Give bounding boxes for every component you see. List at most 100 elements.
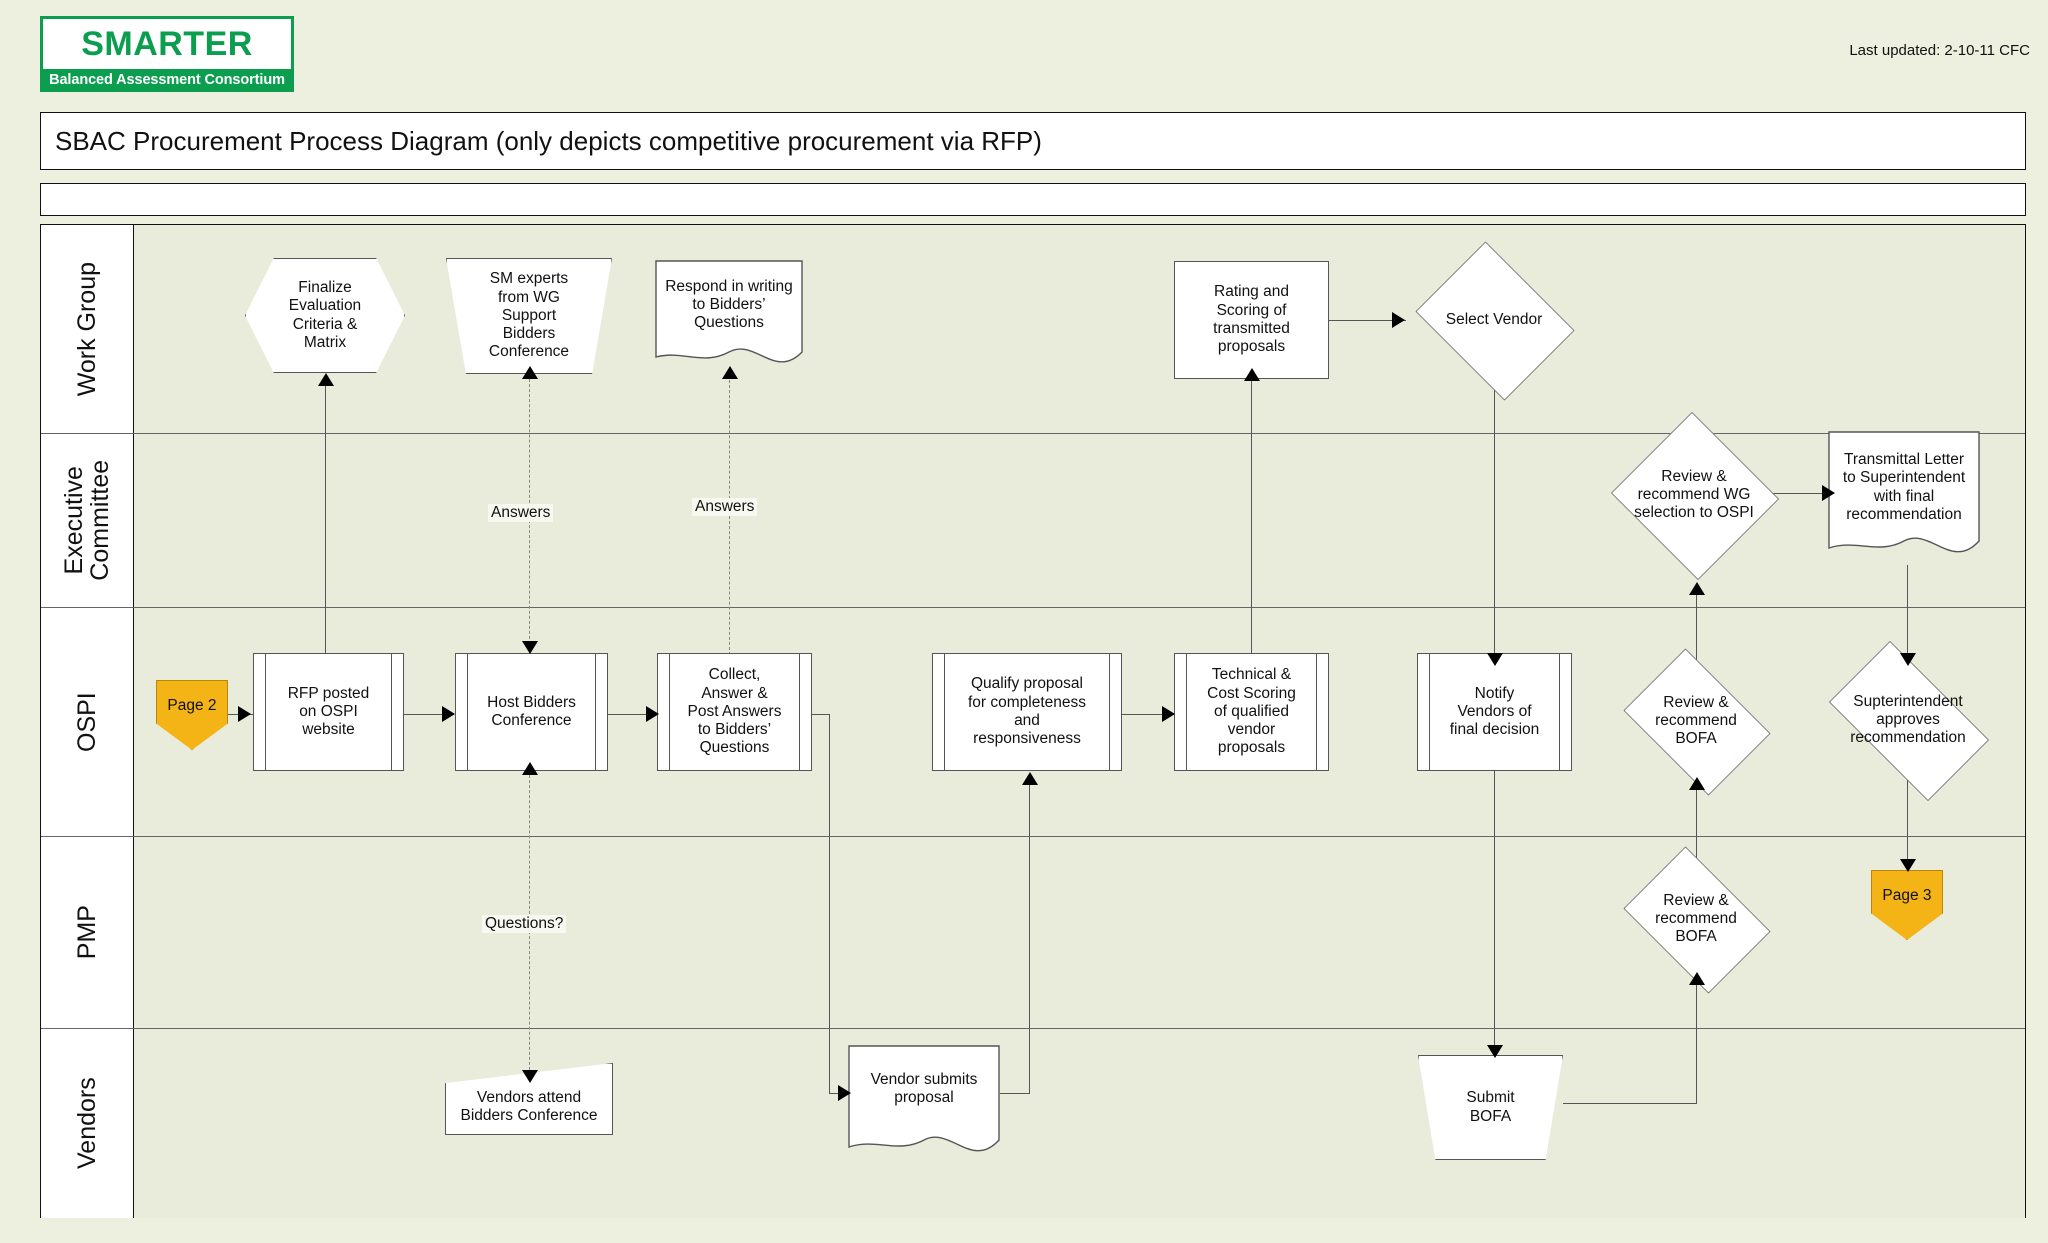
arrowhead-host-from-vendors (522, 762, 538, 775)
connector-rating-to-select (1329, 320, 1406, 322)
edge-label-questions: Questions? (482, 915, 567, 933)
node-label: Collect, Answer & Post Answers to Bidder… (687, 666, 782, 757)
node-label: Respond in writing to Bidders’ Questions (665, 277, 793, 332)
arrowhead-host-in (442, 706, 455, 722)
node-page-2[interactable]: Page 2 (156, 680, 228, 750)
arrowhead-finalize-in (318, 373, 334, 386)
logo-wordmark-text: SMARTER (81, 24, 253, 63)
node-qualify-proposal[interactable]: Qualify proposal for completeness and re… (932, 653, 1122, 771)
arrowhead-host-dashed-in (522, 641, 538, 654)
edge-label-answers-2: Answers (692, 498, 758, 516)
connector-rfp-to-host (404, 714, 454, 716)
arrowhead-ospi-bofa-in (1689, 777, 1705, 790)
node-label: Finalize Evaluation Criteria & Matrix (288, 278, 362, 351)
node-respond-in-writing[interactable]: Respond in writing to Bidders’ Questions (655, 260, 803, 370)
node-finalize-evaluation-criteria[interactable]: Finalize Evaluation Criteria & Matrix (245, 258, 405, 373)
lane-header-work-group: Work Group (41, 225, 134, 433)
arrowhead-vendor-proposal-in (838, 1085, 851, 1101)
connector-collect-down (829, 714, 831, 1094)
connector-technical-up-to-rating (1251, 376, 1253, 661)
connector-ec-review-to-transmittal (1769, 493, 1834, 495)
node-pmp-review-recommend-bofa[interactable]: Review & recommend BOFA (1612, 846, 1780, 994)
connector-ospi-bofa-up-to-ec-review (1696, 590, 1698, 680)
node-transmittal-letter[interactable]: Transmittal Letter to Superintendent wit… (1828, 431, 1980, 564)
lane-header-executive-committee: Executive Committee (41, 434, 134, 607)
node-label: Submit BOFA (1466, 1089, 1515, 1125)
arrowhead-vendors-attend-in (522, 1070, 538, 1083)
node-label: Notify Vendors of final decision (1449, 684, 1540, 739)
lane-label-vendors: Vendors (72, 1077, 101, 1170)
node-collect-answer-post[interactable]: Collect, Answer & Post Answers to Bidder… (657, 653, 812, 771)
arrowhead-ec-review-in (1689, 582, 1705, 595)
edge-label-answers-1: Answers (488, 504, 554, 522)
document-shape (848, 1045, 1000, 1152)
arrowhead-submitbofa-in (1487, 1045, 1503, 1058)
node-superintendent-approves[interactable]: Supterintendent approves recommendation (1810, 641, 2006, 801)
node-label: Vendor submits proposal (870, 1070, 978, 1106)
connector-vendor-proposal-right (1000, 1093, 1030, 1095)
page-title: SBAC Procurement Process Diagram (only d… (55, 125, 1042, 156)
arrowhead-rating-in (1244, 368, 1260, 381)
node-label: Technical & Cost Scoring of qualified ve… (1207, 666, 1296, 757)
connector-host-to-collect (608, 714, 658, 716)
connector-notify-down-to-submitbofa (1494, 768, 1496, 1054)
connector-select-vendor-down (1494, 375, 1496, 661)
node-label: Host Bidders Conference (487, 693, 576, 729)
connector-rfp-up-to-finalize (325, 381, 327, 661)
lane-body-vendors (134, 1029, 2025, 1218)
node-label: SM experts from WG Support Bidders Confe… (488, 270, 570, 361)
node-select-vendor[interactable]: Select Vendor (1406, 241, 1582, 401)
node-rfp-posted[interactable]: RFP posted on OSPI website (253, 653, 404, 771)
logo-wordmark: SMARTER (43, 19, 291, 69)
node-label: Supterintendent approves recommendation (1850, 692, 1966, 747)
arrowhead-rfp-in (238, 706, 251, 722)
node-vendor-submits-proposal[interactable]: Vendor submits proposal (848, 1045, 1000, 1161)
node-sm-experts-support[interactable]: SM experts from WG Support Bidders Confe… (446, 258, 612, 374)
connector-transmittal-down (1907, 565, 1909, 662)
arrowhead-technical-in (1162, 706, 1175, 722)
connector-vendor-proposal-up (1029, 782, 1031, 1094)
node-ospi-review-recommend-bofa[interactable]: Review & recommend BOFA (1612, 648, 1780, 796)
arrowhead-superintendent-in (1900, 653, 1916, 666)
arrowhead-respond-writing-in (722, 366, 738, 379)
node-technical-cost-scoring[interactable]: Technical & Cost Scoring of qualified ve… (1174, 653, 1329, 771)
arrowhead-qualify-in (1022, 772, 1038, 785)
node-page-3[interactable]: Page 3 (1871, 870, 1943, 940)
node-submit-bofa[interactable]: Submit BOFA (1418, 1055, 1563, 1160)
node-label: Qualify proposal for completeness and re… (967, 675, 1087, 748)
connector-qualify-to-technical (1122, 714, 1174, 716)
node-vendors-attend-conference[interactable]: Vendors attend Bidders Conference (445, 1063, 613, 1135)
node-rating-scoring-proposals[interactable]: Rating and Scoring of transmitted propos… (1174, 261, 1329, 379)
node-label: Rating and Scoring of transmitted propos… (1213, 283, 1290, 356)
node-host-bidders-conference[interactable]: Host Bidders Conference (455, 653, 608, 771)
logo-subtitle-text: Balanced Assessment Consortium (49, 72, 285, 88)
node-review-recommend-wg-selection[interactable]: Review & recommend WG selection to OSPI (1608, 412, 1780, 580)
lane-header-vendors: Vendors (41, 1029, 134, 1218)
trapezoid-shape (1418, 1055, 1563, 1160)
arrowhead-collect-in (646, 706, 659, 722)
lane-vendors: Vendors (41, 1029, 2025, 1218)
document-shape (1828, 431, 1980, 553)
node-label: RFP posted on OSPI website (287, 684, 370, 739)
lane-label-ospi: OSPI (72, 692, 101, 752)
connector-collect-right (812, 714, 830, 716)
arrowhead-select-vendor-in (1392, 312, 1405, 328)
arrowhead-sm-experts-in (522, 366, 538, 379)
hexagon-shape (245, 258, 405, 373)
node-notify-vendors[interactable]: Notify Vendors of final decision (1417, 653, 1572, 771)
node-label: Review & recommend BOFA (1655, 891, 1737, 946)
node-label: Page 3 (1882, 886, 1932, 904)
lane-label-work-group: Work Group (72, 261, 101, 397)
connector-pmp-bofa-up-to-ospi-bofa (1696, 785, 1698, 862)
smarter-logo: SMARTER Balanced Assessment Consortium (40, 16, 294, 92)
lane-label-executive-committee: Executive Committee (59, 460, 114, 581)
lane-label-pmp: PMP (72, 905, 101, 960)
connector-superintendent-down-to-page3 (1907, 768, 1909, 868)
arrowhead-pmp-bofa-in (1689, 972, 1705, 985)
node-label: Vendors attend Bidders Conference (460, 1088, 598, 1124)
node-label: Review & recommend BOFA (1655, 693, 1737, 748)
arrowhead-page3-in (1900, 859, 1916, 872)
connector-dashed-respond-writing (729, 380, 730, 655)
connector-submitbofa-right (1563, 1103, 1697, 1105)
diagram-subheader-box (40, 183, 2026, 216)
